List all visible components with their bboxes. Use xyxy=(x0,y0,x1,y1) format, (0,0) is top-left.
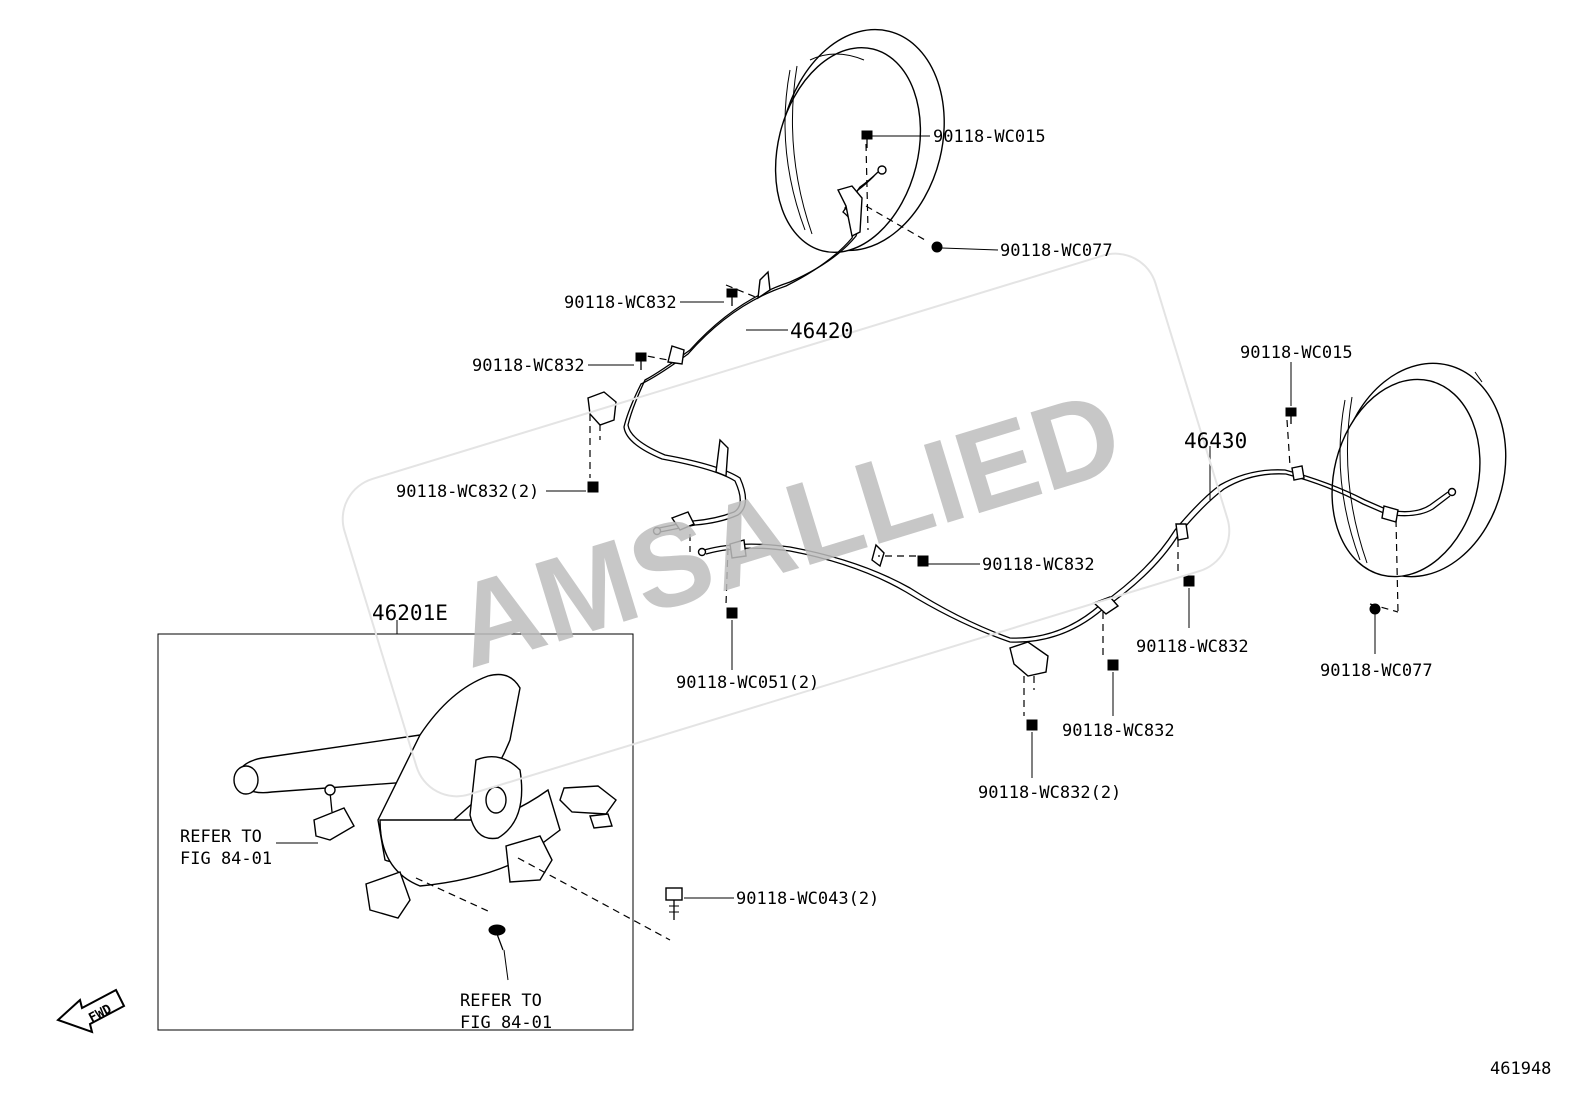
figure-number: 461948 xyxy=(1490,1059,1551,1079)
callout-90118-wc077-left: 90118-WC077 xyxy=(1000,241,1113,261)
nut-icon xyxy=(1369,603,1381,615)
callout-90118-wc832x2-left: 90118-WC832(2) xyxy=(396,482,539,502)
brake-drum-right xyxy=(1331,362,1507,578)
callout-90118-wc832-right: 90118-WC832 xyxy=(1136,637,1249,657)
callout-90118-wc832-b: 90118-WC832 xyxy=(472,356,585,376)
assembly-label-46201e: 46201E xyxy=(372,601,448,625)
cable-label-46430: 46430 xyxy=(1184,429,1247,453)
callout-90118-wc077-right: 90118-WC077 xyxy=(1320,661,1433,681)
callout-90118-wc051x2: 90118-WC051(2) xyxy=(676,673,819,693)
callout-90118-wc832-mid: 90118-WC832 xyxy=(982,555,1095,575)
refer-note-2-line2: FIG 84-01 xyxy=(460,1013,552,1033)
bolt-icon xyxy=(665,887,683,920)
fwd-arrow-icon: FWD xyxy=(56,988,126,1034)
brake-drum-left xyxy=(774,28,945,254)
bolt-icon xyxy=(861,130,873,148)
refer-note-1-line1: REFER TO xyxy=(180,827,262,847)
nut-icon xyxy=(931,241,943,253)
leader-lines xyxy=(276,135,1376,981)
bolt-icon xyxy=(726,288,738,306)
bolt-icon xyxy=(917,555,929,567)
parking-brake-lever-assembly xyxy=(233,673,617,919)
bolt-icon xyxy=(1107,659,1119,671)
bolt-icon xyxy=(635,352,647,370)
cable-label-46420: 46420 xyxy=(790,319,853,343)
bolt-icon xyxy=(1026,719,1038,731)
callout-90118-wc832-lower: 90118-WC832 xyxy=(1062,721,1175,741)
bolt-icon xyxy=(1183,575,1195,587)
callout-labels: 90118-WC015 90118-WC077 90118-WC832 9011… xyxy=(180,127,1551,1079)
callout-90118-wc015-left: 90118-WC015 xyxy=(933,127,1046,147)
fasteners xyxy=(488,130,1381,951)
screw-icon xyxy=(488,924,506,951)
callout-90118-wc832x2-lower: 90118-WC832(2) xyxy=(978,783,1121,803)
callout-90118-wc832-a: 90118-WC832 xyxy=(564,293,677,313)
callout-90118-wc015-right: 90118-WC015 xyxy=(1240,343,1353,363)
bolt-icon xyxy=(1285,407,1297,424)
refer-note-2-line1: REFER TO xyxy=(460,991,542,1011)
assembly-frame xyxy=(157,633,634,1031)
callout-90118-wc043x2: 90118-WC043(2) xyxy=(736,889,879,909)
dashed-leaders xyxy=(415,143,1399,941)
refer-note-1-line2: FIG 84-01 xyxy=(180,849,272,869)
bolt-icon xyxy=(587,481,599,493)
bolt-icon xyxy=(726,607,738,619)
